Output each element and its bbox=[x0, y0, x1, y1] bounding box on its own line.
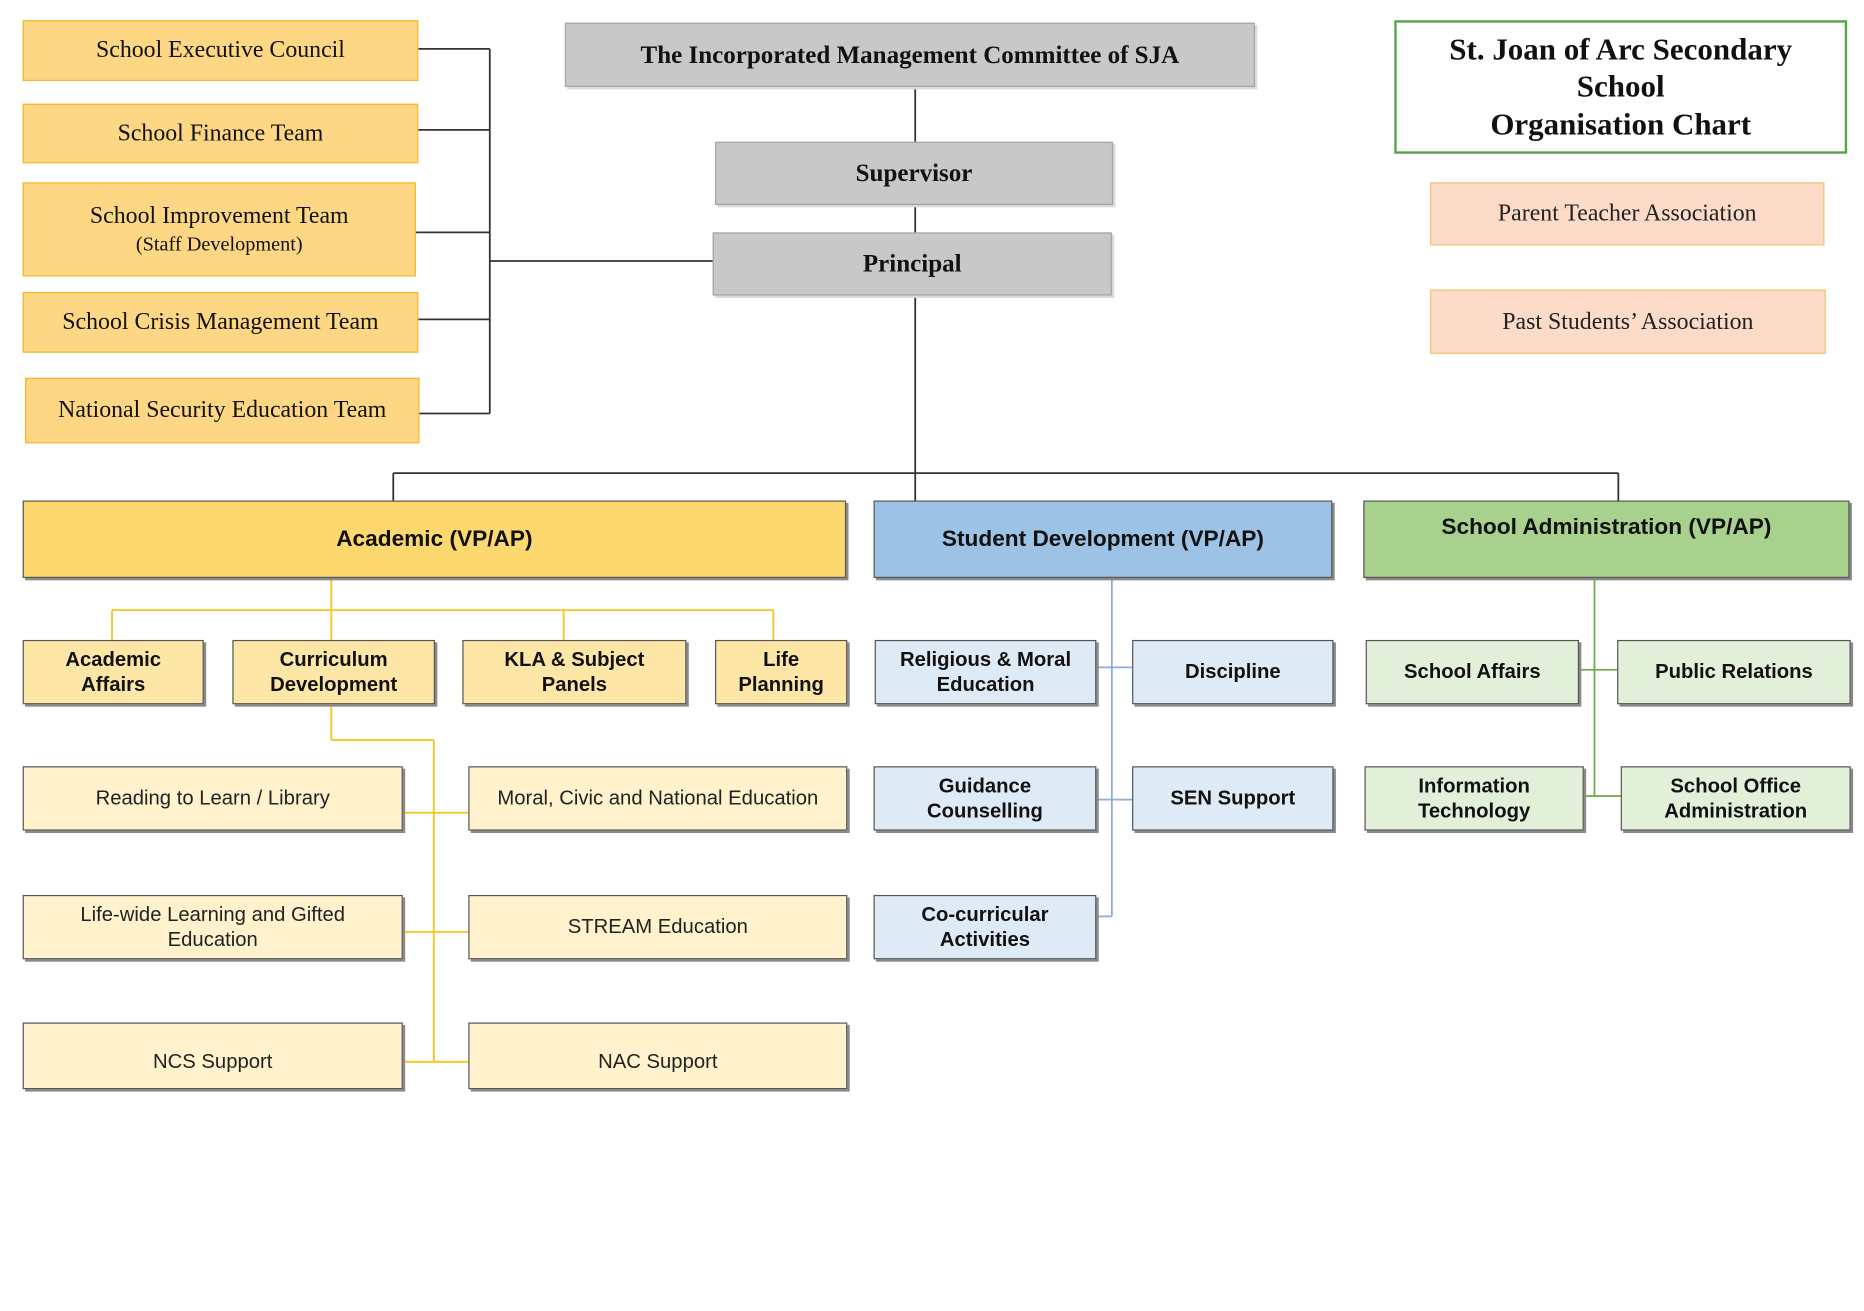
connector-lines bbox=[111, 47, 1621, 1063]
unit-school-affairs: School Affairs bbox=[1365, 639, 1580, 705]
chart-title-line1: St. Joan of Arc Secondary bbox=[1449, 32, 1793, 67]
supervisor-box: Supervisor bbox=[715, 141, 1114, 205]
admin-connectors bbox=[1579, 577, 1621, 797]
item-moral-civic-national-education: Moral, Civic and National Education bbox=[468, 766, 848, 831]
academic-connectors bbox=[111, 577, 775, 1063]
side-team-improvement-label: School Improvement Team bbox=[89, 203, 349, 230]
imc-box: The Incorporated Management Committee of… bbox=[564, 22, 1255, 87]
principal-box: Principal bbox=[712, 232, 1112, 296]
unit-religious-moral-education: Religious & Moral Education bbox=[874, 639, 1097, 705]
side-team-finance: School Finance Team bbox=[22, 103, 419, 164]
side-team-national-security: National Security Education Team bbox=[25, 377, 420, 444]
student-connectors bbox=[1096, 577, 1133, 918]
unit-co-curricular-activities: Co-curricular Activities bbox=[873, 894, 1097, 960]
unit-school-office-administration: School Office Administration bbox=[1620, 766, 1851, 831]
unit-academic-affairs: Academic Affairs bbox=[22, 639, 204, 705]
unit-guidance-counselling: Guidance Counselling bbox=[873, 766, 1097, 831]
unit-kla-subject-panels: KLA & Subject Panels bbox=[462, 639, 687, 705]
chart-title: St. Joan of Arc Secondary School Organis… bbox=[1394, 20, 1848, 154]
dept-student-development: Student Development (VP/AP) bbox=[873, 500, 1333, 578]
unit-curriculum-development: Curriculum Development bbox=[232, 639, 435, 705]
item-reading-to-learn-library: Reading to Learn / Library bbox=[22, 766, 403, 831]
parent-teacher-association: Parent Teacher Association bbox=[1430, 182, 1825, 246]
unit-discipline: Discipline bbox=[1132, 639, 1334, 705]
dept-school-administration: School Administration (VP/AP) bbox=[1363, 500, 1850, 578]
main-connectors bbox=[392, 47, 1620, 501]
side-team-crisis-management: School Crisis Management Team bbox=[22, 291, 419, 353]
dept-academic: Academic (VP/AP) bbox=[22, 500, 847, 578]
past-students-association: Past Students’ Association bbox=[1430, 289, 1826, 354]
item-ncs-support: NCS Support bbox=[22, 1022, 403, 1090]
unit-information-technology: Information Technology bbox=[1364, 766, 1584, 831]
item-stream-education: STREAM Education bbox=[468, 894, 848, 960]
item-nac-support: NAC Support bbox=[468, 1022, 848, 1090]
side-team-executive-council: School Executive Council bbox=[22, 20, 419, 82]
side-team-improvement-sublabel: (Staff Development) bbox=[135, 232, 303, 256]
chart-title-line2: School bbox=[1576, 69, 1665, 105]
chart-title-line3: Organisation Chart bbox=[1490, 106, 1752, 142]
side-team-improvement: School Improvement Team (Staff Developme… bbox=[22, 182, 416, 277]
unit-sen-support: SEN Support bbox=[1132, 766, 1334, 831]
unit-life-planning: Life Planning bbox=[715, 639, 848, 705]
item-life-wide-learning: Life-wide Learning and Gifted Education bbox=[22, 894, 403, 960]
unit-public-relations: Public Relations bbox=[1617, 639, 1851, 705]
